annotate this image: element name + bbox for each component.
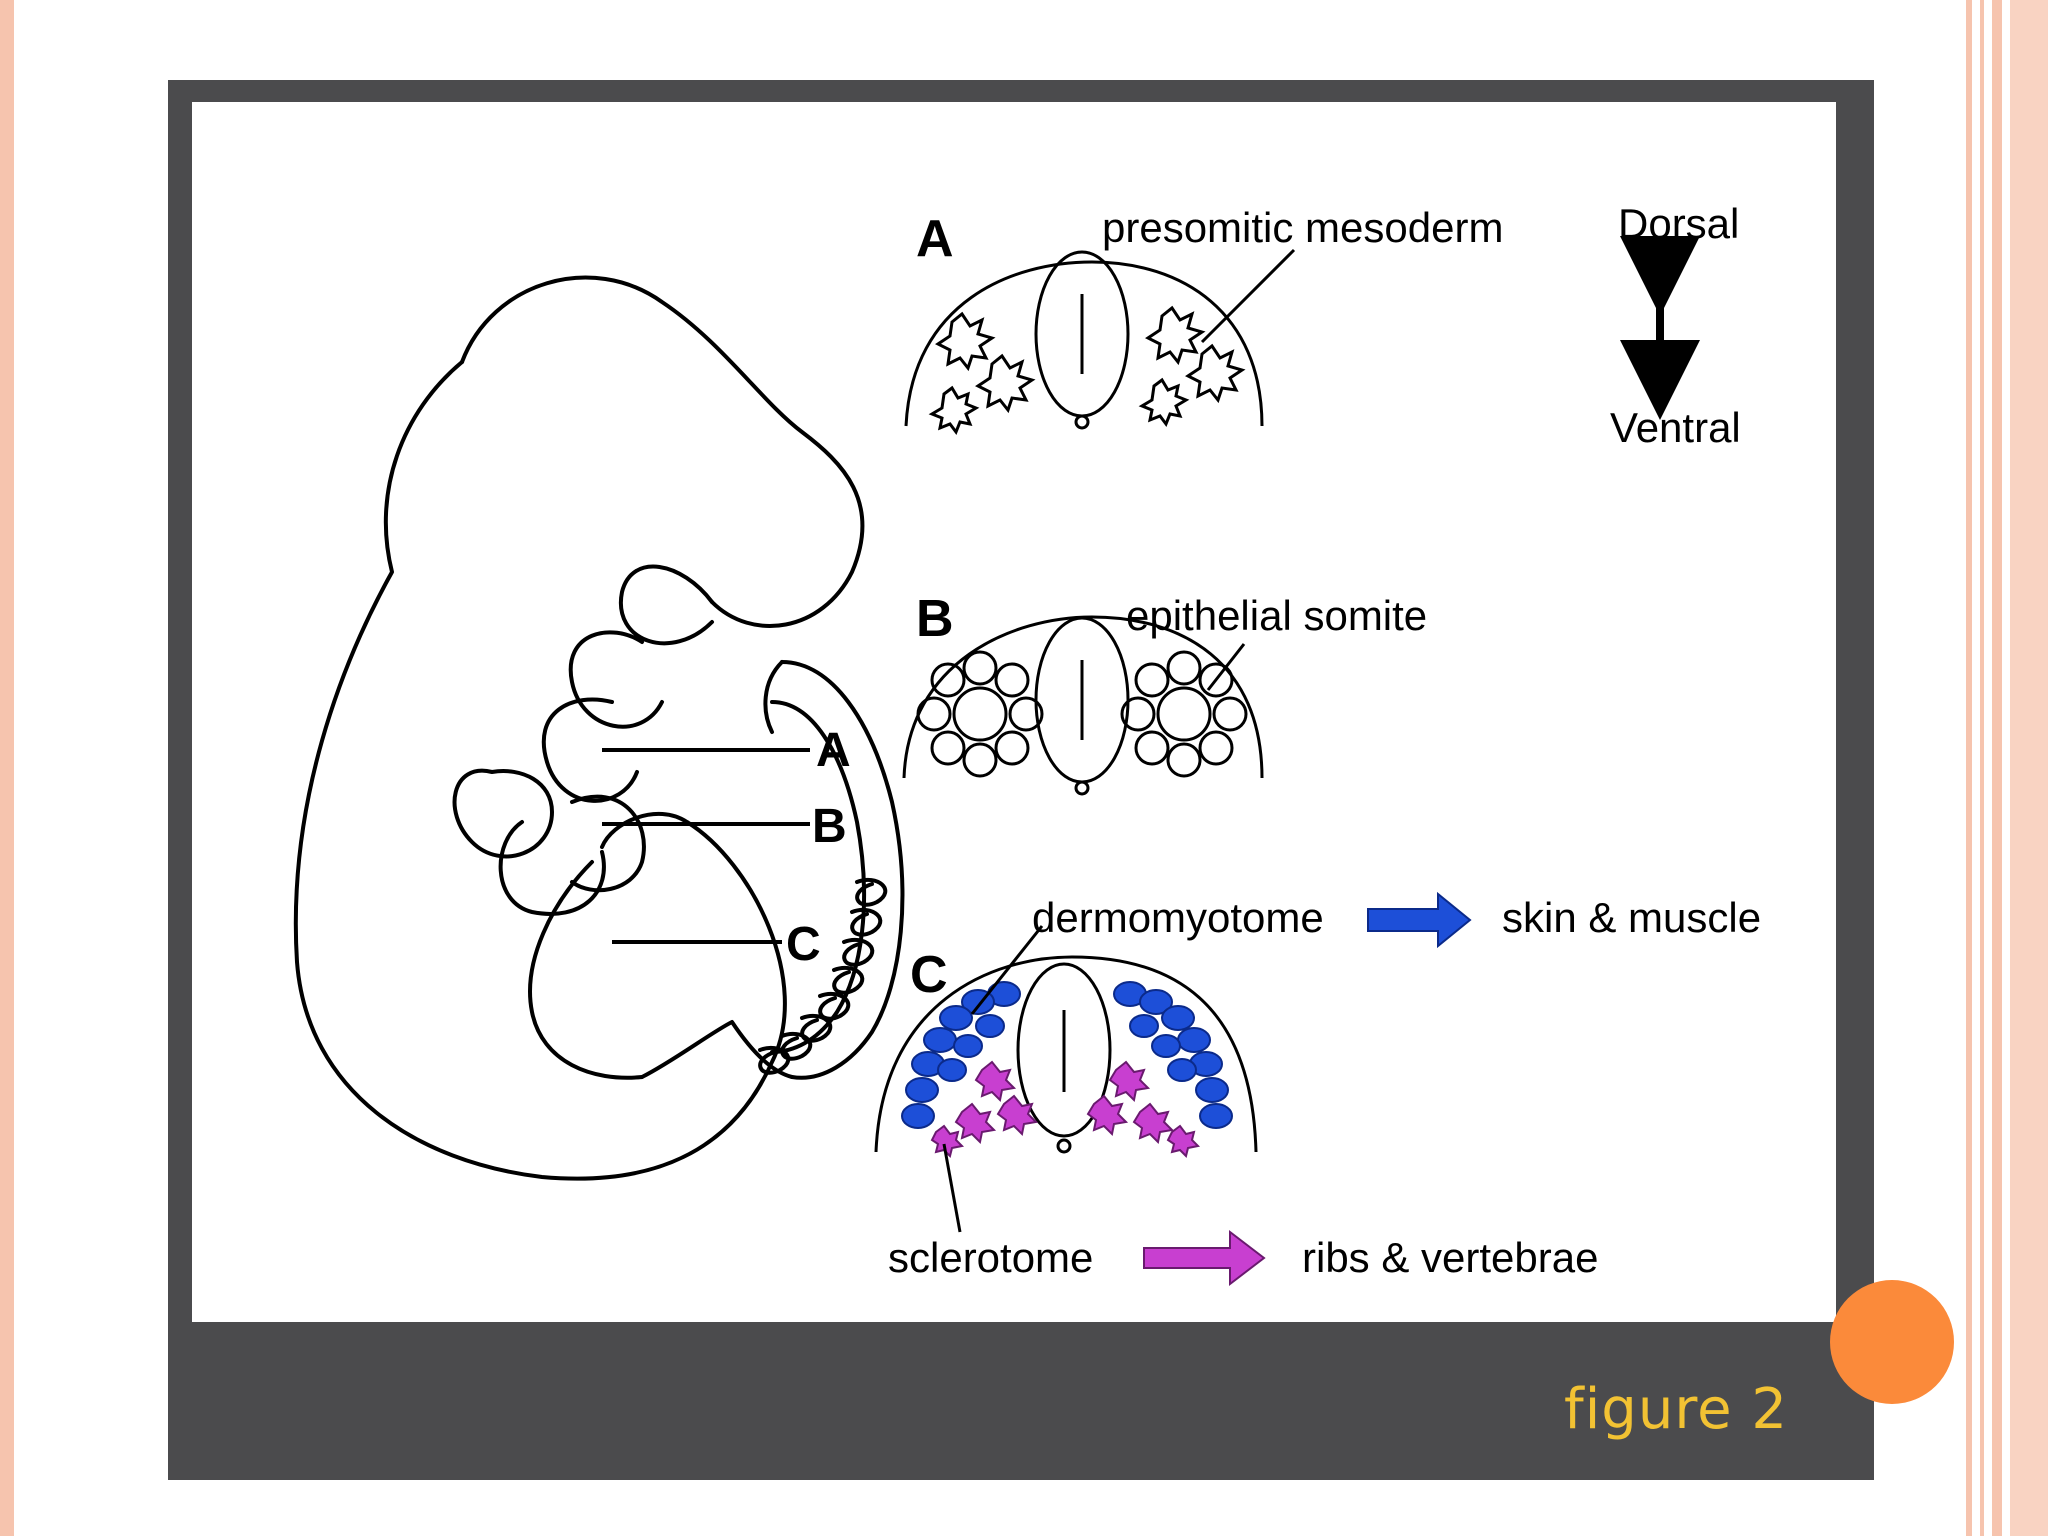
embryo-label-a: A [816, 724, 851, 777]
embryo-label-b: B [812, 800, 847, 853]
figure-frame: A B C A presomitic mesoderm [168, 80, 1874, 1480]
sclerotome-arrow [1143, 1229, 1266, 1287]
dermomyotome-arrow [1367, 891, 1472, 949]
section-lines [602, 748, 810, 944]
axis-ventral: Ventral [1610, 404, 1741, 451]
dermomyotome-left [901, 981, 1021, 1129]
sclerotome-label: sclerotome [888, 1234, 1093, 1281]
dermomyotome-right [1113, 981, 1233, 1129]
sclerotome-fate: ribs & vertebrae [1302, 1234, 1598, 1281]
embryo-outline [293, 275, 905, 1181]
figure-caption: figure 2 [1564, 1377, 1788, 1442]
panel-a-letter: A [916, 210, 954, 268]
panel-c-section [874, 891, 1472, 1287]
panel-a-label: presomitic mesoderm [1102, 204, 1503, 251]
dermomyotome-label: dermomyotome [1032, 894, 1324, 941]
panel-b-section [902, 615, 1264, 796]
dermomyotome-fate: skin & muscle [1502, 894, 1761, 941]
somite-diagram: A B C A presomitic mesoderm [293, 200, 1761, 1287]
accent-dot [1830, 1280, 1954, 1404]
panel-b-label: epithelial somite [1126, 592, 1427, 639]
panel-a-section [904, 248, 1296, 436]
sclerotome-cells [930, 1060, 1201, 1158]
slide-border-right [1962, 0, 2048, 1536]
embryo-label-c: C [786, 918, 821, 971]
slide-border-left [0, 0, 14, 1536]
panel-c-letter: C [910, 946, 948, 1004]
panel-b-letter: B [916, 590, 954, 648]
axis-dorsal: Dorsal [1618, 200, 1739, 247]
figure-canvas: A B C A presomitic mesoderm [192, 102, 1836, 1322]
